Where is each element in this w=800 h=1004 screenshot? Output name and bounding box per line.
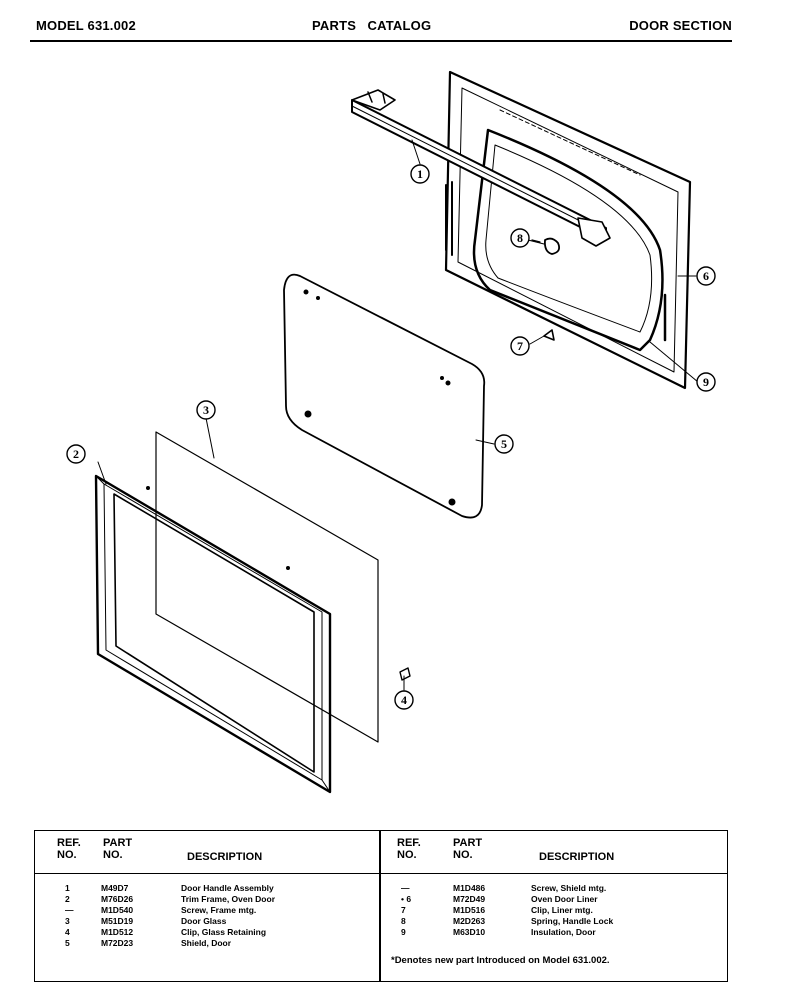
header-rule-left bbox=[35, 873, 379, 875]
table-row: — M1D540 Screw, Frame mtg. bbox=[35, 905, 379, 916]
table-header-left: REF. NO. PART NO. DESCRIPTION bbox=[35, 837, 379, 871]
callout-4: 4 bbox=[394, 690, 414, 710]
description-cell: Screw, Shield mtg. bbox=[531, 883, 607, 893]
callout-2-text: 2 bbox=[73, 447, 79, 461]
header-part-2: NO. bbox=[103, 849, 123, 861]
callouts: 1 2 3 4 5 6 7 8 9 bbox=[66, 164, 716, 710]
header-ref-2: NO. bbox=[57, 849, 77, 861]
description-cell: Spring, Handle Lock bbox=[531, 916, 614, 926]
section-label: DOOR SECTION bbox=[629, 18, 732, 33]
glass-retaining-clip bbox=[399, 667, 411, 681]
part-number-cell: M1D512 bbox=[101, 927, 134, 937]
callout-9-text: 9 bbox=[703, 375, 709, 389]
part-number-cell: M76D26 bbox=[101, 894, 134, 904]
ref-cell: 4 bbox=[65, 927, 70, 937]
callout-9: 9 bbox=[696, 372, 716, 392]
callout-1-text: 1 bbox=[417, 167, 423, 181]
description-cell: Screw, Frame mtg. bbox=[181, 905, 257, 915]
ref-cell: 2 bbox=[65, 894, 70, 904]
door-handle bbox=[351, 89, 611, 247]
rows-left: 1 M49D7 Door Handle Assembly 2 M76D26 Trim Fr… bbox=[35, 883, 379, 949]
table-row: — M1D486 Screw, Shield mtg. bbox=[381, 883, 727, 894]
header-description: DESCRIPTION bbox=[187, 851, 263, 863]
description-cell: Door Handle Assembly bbox=[181, 883, 274, 893]
header-rule-right bbox=[381, 873, 727, 875]
part-number-cell: M49D7 bbox=[101, 883, 129, 893]
header-ref-1: REF. bbox=[57, 837, 81, 849]
header-ref-2: NO. bbox=[397, 849, 417, 861]
description-cell: Trim Frame, Oven Door bbox=[181, 894, 275, 904]
part-number-cell: M51D19 bbox=[101, 916, 134, 926]
callout-5: 5 bbox=[494, 434, 514, 454]
part-number-cell: M72D49 bbox=[453, 894, 486, 904]
header-rule bbox=[30, 40, 732, 42]
table-row: 2 M76D26 Trim Frame, Oven Door bbox=[35, 894, 379, 905]
table-row: 4 M1D512 Clip, Glass Retaining bbox=[35, 927, 379, 938]
header-part-1: PART bbox=[453, 837, 483, 849]
callout-3: 3 bbox=[196, 400, 216, 420]
table-row: 7 M1D516 Clip, Liner mtg. bbox=[381, 905, 727, 916]
handle-lock-spring bbox=[531, 237, 561, 255]
door-glass bbox=[155, 431, 379, 743]
description-cell: Insulation, Door bbox=[531, 927, 596, 937]
part-number-cell: M72D23 bbox=[101, 938, 134, 948]
table-row: 9 M63D10 Insulation, Door bbox=[381, 927, 727, 938]
door-shield bbox=[283, 273, 486, 519]
ref-cell: 5 bbox=[65, 938, 70, 948]
ref-cell: — bbox=[65, 905, 74, 915]
part-number-cell: M63D10 bbox=[453, 927, 486, 937]
header-description: DESCRIPTION bbox=[539, 851, 615, 863]
trim-frame bbox=[94, 474, 332, 794]
rows-right: — M1D486 Screw, Shield mtg. • 6 M72D49 Oven D… bbox=[381, 883, 727, 938]
header-part-2: NO. bbox=[453, 849, 473, 861]
model-label: MODEL 631.002 bbox=[36, 18, 136, 33]
callout-7-text: 7 bbox=[517, 339, 523, 353]
ref-cell: • 6 bbox=[401, 894, 412, 904]
description-cell: Clip, Liner mtg. bbox=[531, 905, 593, 915]
callout-2: 2 bbox=[66, 444, 86, 464]
part-number-cell: M1D486 bbox=[453, 883, 486, 893]
parts-column-right: REF. NO. PART NO. DESCRIPTION — M1D486 Scr… bbox=[381, 831, 727, 981]
callout-8: 8 bbox=[510, 228, 530, 248]
description-cell: Clip, Glass Retaining bbox=[181, 927, 267, 937]
table-row: 1 M49D7 Door Handle Assembly bbox=[35, 883, 379, 894]
callout-6: 6 bbox=[696, 266, 716, 286]
table-row: • 6 M72D49 Oven Door Liner bbox=[381, 894, 727, 905]
part-number-cell: M1D516 bbox=[453, 905, 486, 915]
description-cell: Oven Door Liner bbox=[531, 894, 598, 904]
leader-lines bbox=[97, 139, 699, 691]
ref-cell: 7 bbox=[401, 905, 406, 915]
catalog-label: PARTS CATALOG bbox=[312, 18, 432, 33]
table-divider bbox=[379, 831, 381, 981]
table-row: 3 M51D19 Door Glass bbox=[35, 916, 379, 927]
callout-4-text: 4 bbox=[401, 693, 407, 707]
callout-5-text: 5 bbox=[501, 437, 507, 451]
callout-6-text: 6 bbox=[703, 269, 709, 283]
callout-1: 1 bbox=[410, 164, 430, 184]
ref-cell: 8 bbox=[401, 916, 406, 926]
ref-cell: — bbox=[401, 883, 410, 893]
part-number-cell: M1D540 bbox=[101, 905, 134, 915]
header-ref-1: REF. bbox=[397, 837, 421, 849]
ref-cell: 9 bbox=[401, 927, 406, 937]
table-row: 8 M2D263 Spring, Handle Lock bbox=[381, 916, 727, 927]
part-number-cell: M2D263 bbox=[453, 916, 486, 926]
door-liner bbox=[444, 70, 692, 390]
liner-clip bbox=[543, 329, 555, 341]
table-header-right: REF. NO. PART NO. DESCRIPTION bbox=[381, 837, 727, 871]
ref-cell: 1 bbox=[65, 883, 70, 893]
callout-3-text: 3 bbox=[203, 403, 209, 417]
description-cell: Shield, Door bbox=[181, 938, 232, 948]
new-part-note: *Denotes new part Introduced on Model 63… bbox=[391, 955, 610, 966]
ref-cell: 3 bbox=[65, 916, 70, 926]
page-header: MODEL 631.002 PARTS CATALOG DOOR SECTION bbox=[36, 18, 732, 44]
description-cell: Door Glass bbox=[181, 916, 227, 926]
table-row: 5 M72D23 Shield, Door bbox=[35, 938, 379, 949]
header-part-1: PART bbox=[103, 837, 133, 849]
exploded-door-diagram: 1 2 3 4 5 6 7 8 9 bbox=[66, 70, 716, 794]
callout-8-text: 8 bbox=[517, 231, 523, 245]
callout-7: 7 bbox=[510, 336, 530, 356]
